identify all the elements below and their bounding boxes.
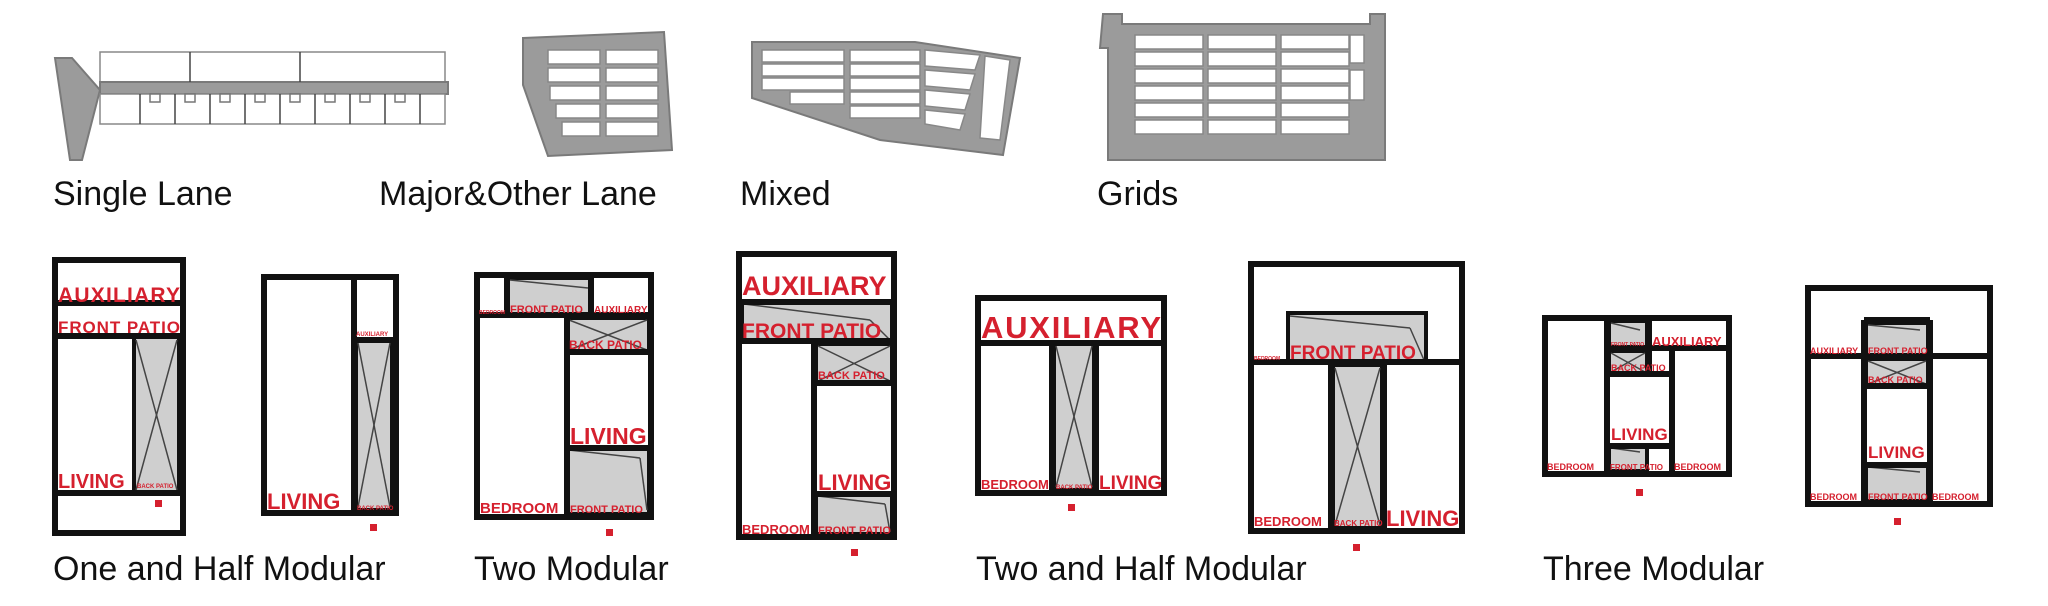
label-auxiliary: AUXILIARY (594, 305, 648, 316)
single-lane-plan (53, 51, 449, 161)
label-bedroom: BEDROOM (1547, 462, 1594, 472)
label-front-patio-2: FRONT PATIO (1868, 492, 1928, 502)
caption-two-modular: Two Modular (474, 550, 669, 588)
caption-one-and-half-modular: One and Half Modular (53, 550, 386, 588)
label-auxiliary: AUXILIARY (356, 332, 388, 338)
label-bedroom: BEDROOM (1254, 356, 1280, 362)
plan-two-half-a: AUXILIARY BEDROOM BACK PATIO LIVING (975, 295, 1167, 511)
label-bedroom-2: BEDROOM (1254, 514, 1322, 529)
label-back-patio: BACK PATIO (137, 484, 174, 490)
label-auxiliary: AUXILIARY (58, 284, 180, 307)
mixed-plan (751, 41, 1022, 157)
label-back-patio: BACK PATIO (1334, 519, 1383, 528)
label-auxiliary: AUXILIARY (1810, 346, 1858, 356)
plan-two-half-b: BEDROOM FRONT PATIO BEDROOM BACK PATIO L… (1248, 261, 1465, 551)
label-bedroom: BEDROOM (981, 477, 1049, 492)
label-living: LIVING (1099, 473, 1162, 494)
label-front-patio-2: FRONT PATIO (1610, 463, 1663, 472)
major-other-lane-plan (522, 30, 674, 158)
label-living: LIVING (1868, 443, 1925, 462)
label-living: LIVING (818, 470, 891, 495)
label-bedroom: BEDROOM (479, 310, 505, 316)
caption-mixed: Mixed (740, 175, 831, 213)
label-back-patio: BACK PATIO (1868, 375, 1923, 385)
entry-marker (1353, 544, 1360, 551)
label-bedroom-2: BEDROOM (1932, 492, 1979, 502)
label-bedroom-2: BEDROOM (1674, 462, 1721, 472)
label-front-patio: FRONT PATIO (1290, 343, 1416, 364)
label-front-patio: FRONT PATIO (58, 318, 180, 337)
label-back-patio: BACK PATIO (569, 338, 642, 352)
entry-marker (370, 524, 377, 531)
label-bedroom-2: BEDROOM (480, 500, 558, 517)
plan-one-half-b: AUXILIARY LIVING BACK PATIO (261, 274, 399, 531)
label-auxiliary: AUXILIARY (742, 271, 887, 301)
label-living: LIVING (267, 489, 340, 514)
label-front-patio: FRONT PATIO (1611, 342, 1644, 348)
label-front-patio-2: FRONT PATIO (570, 504, 643, 516)
label-front-patio: FRONT PATIO (1868, 346, 1928, 356)
caption-major-other-lane: Major&Other Lane (379, 175, 657, 213)
label-front-patio: FRONT PATIO (742, 320, 881, 343)
caption-grids: Grids (1097, 175, 1179, 213)
label-back-patio: BACK PATIO (357, 506, 394, 512)
label-living: LIVING (570, 423, 647, 449)
entry-marker (851, 549, 858, 556)
label-back-patio: BACK PATIO (1611, 363, 1666, 373)
plan-two-a: BEDROOM FRONT PATIO AUXILIARY BACK PATIO… (474, 272, 654, 536)
label-living: LIVING (58, 471, 125, 493)
label-bedroom: BEDROOM (1810, 492, 1857, 502)
entry-marker (155, 500, 162, 507)
label-auxiliary: AUXILIARY (981, 310, 1161, 345)
caption-two-and-half-modular: Two and Half Modular (976, 550, 1307, 588)
label-front-patio-2: FRONT PATIO (818, 525, 891, 537)
caption-three-modular: Three Modular (1543, 550, 1765, 588)
entry-marker (1068, 504, 1075, 511)
plan-three-a: FRONT PATIO AUXILIARY BACK PATIO LIVING … (1542, 315, 1732, 496)
entry-marker (1894, 518, 1901, 525)
grids-plan (1098, 13, 1386, 161)
label-back-patio: BACK PATIO (1056, 485, 1093, 491)
plan-three-b: AUXILIARY FRONT PATIO BACK PATIO LIVING … (1805, 285, 1993, 525)
entry-marker (1636, 489, 1643, 496)
entry-marker (606, 529, 613, 536)
label-living: LIVING (1611, 425, 1668, 444)
caption-single-lane: Single Lane (53, 175, 233, 213)
label-back-patio: BACK PATIO (818, 370, 885, 382)
plan-two-b: AUXILIARY FRONT PATIO BACK PATIO LIVING … (736, 251, 897, 556)
label-front-patio: FRONT PATIO (510, 304, 583, 316)
label-living: LIVING (1386, 506, 1459, 531)
label-auxiliary: AUXILIARY (1652, 334, 1722, 349)
label-bedroom: BEDROOM (742, 522, 810, 537)
plan-one-half-a: AUXILIARY FRONT PATIO LIVING BACK PATIO (52, 257, 186, 536)
